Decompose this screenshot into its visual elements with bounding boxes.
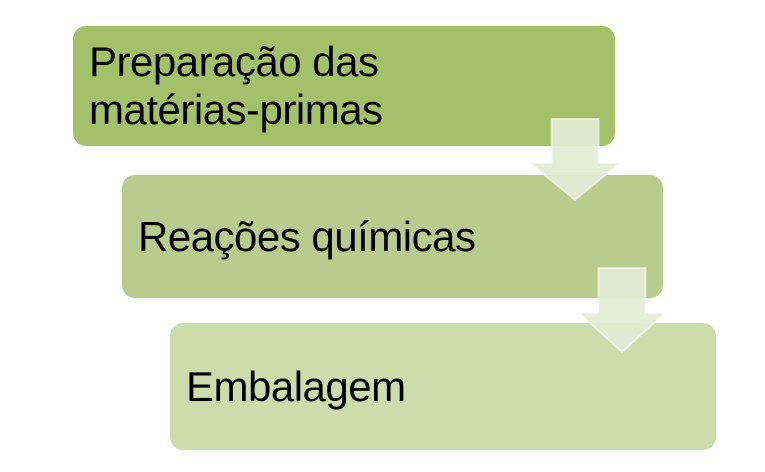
process-step-label: Preparação das matérias-primas (89, 38, 383, 133)
process-step-reacoes: Reações químicas (122, 175, 663, 298)
process-step-label: Reações químicas (138, 212, 476, 260)
process-step-preparacao: Preparação das matérias-primas (73, 26, 615, 146)
process-step-label: Embalagem (186, 362, 406, 410)
process-step-embalagem: Embalagem (170, 323, 716, 450)
